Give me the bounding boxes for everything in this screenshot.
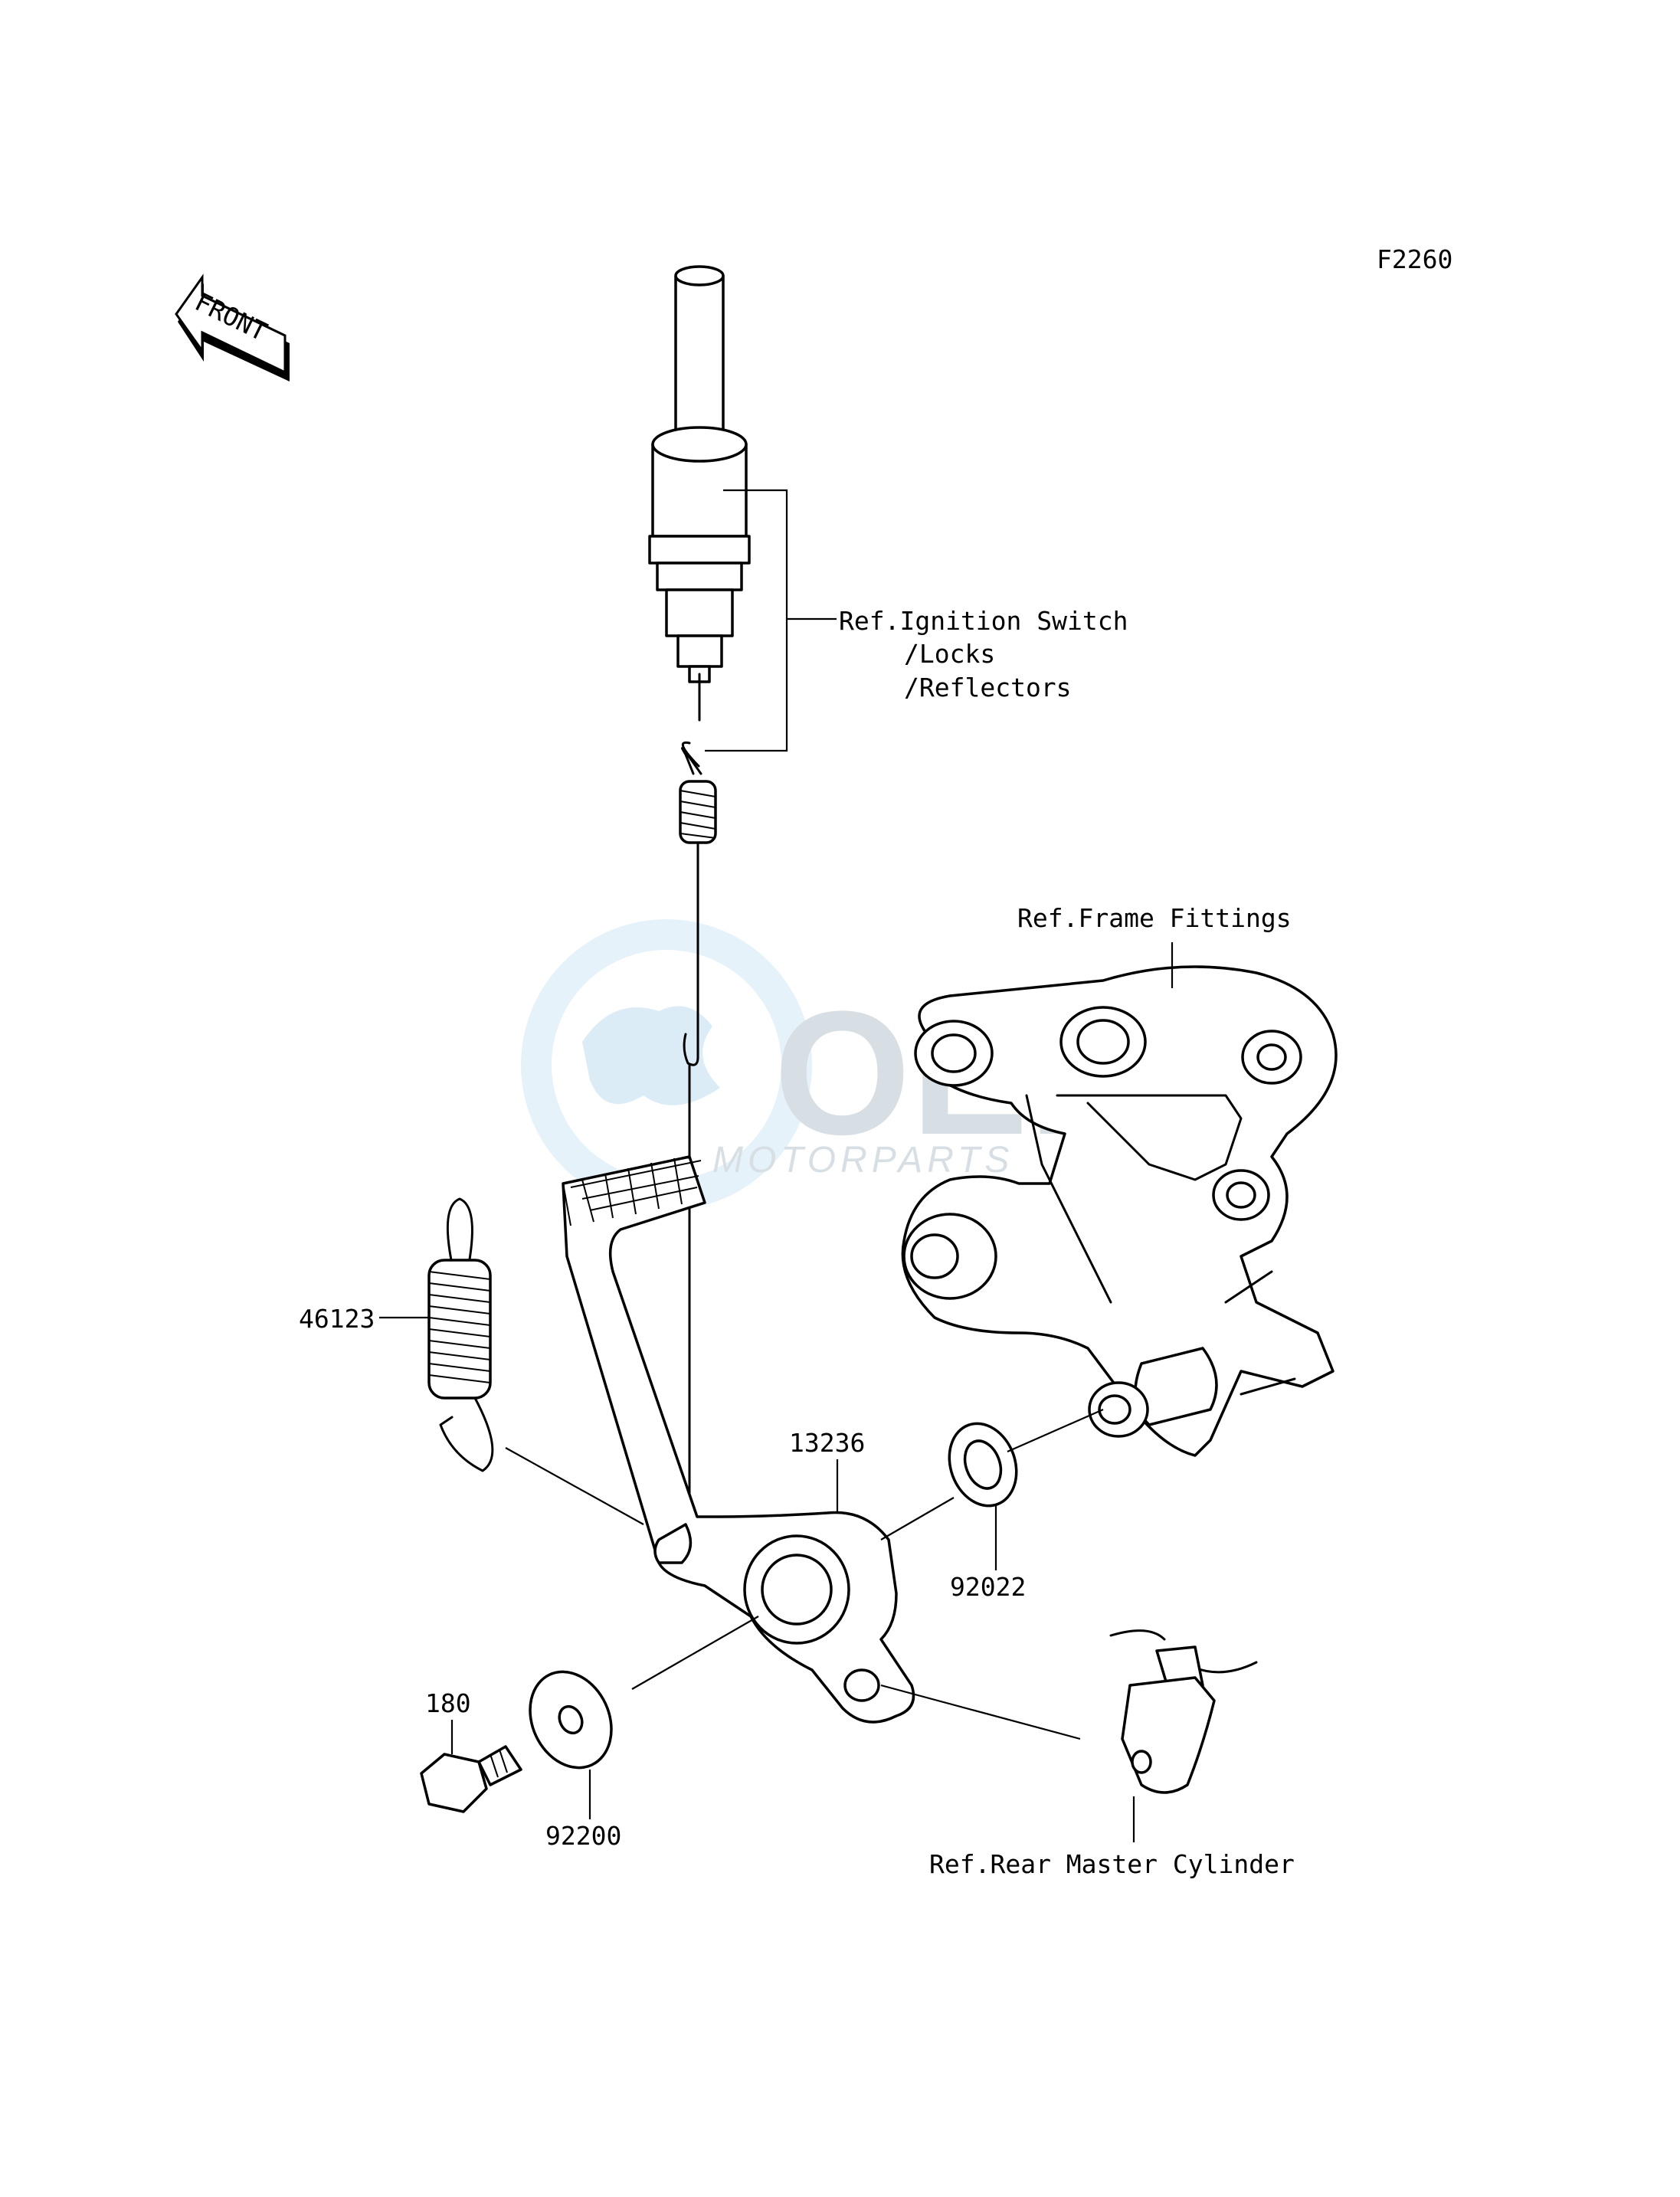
p46123-label: 46123 bbox=[299, 1304, 375, 1334]
washer-92022 bbox=[948, 1422, 1018, 1508]
diagram-code: F2260 bbox=[1377, 244, 1452, 274]
front-arrow-icon: FRONT bbox=[175, 273, 290, 381]
switch-spring bbox=[679, 741, 717, 1557]
frame-fittings bbox=[901, 965, 1338, 1457]
ignition-ref-line1: Ref.Ignition Switch bbox=[839, 606, 1128, 636]
p92022-label: 92022 bbox=[950, 1572, 1026, 1602]
brake-pedal bbox=[562, 1155, 915, 1724]
master-cyl-ref-label: Ref.Rear Master Cylinder bbox=[929, 1849, 1295, 1879]
p180-label: 180 bbox=[425, 1688, 471, 1718]
return-spring bbox=[427, 1197, 494, 1472]
spring-to-pedal-line bbox=[505, 1447, 644, 1525]
washer-92200 bbox=[529, 1670, 613, 1770]
ignition-ref-line3: /Reflectors bbox=[904, 673, 1072, 702]
washer92200-to-pedal-line bbox=[631, 1616, 759, 1690]
ignition-ref-line2: /Locks bbox=[904, 639, 995, 669]
p13236-label: 13236 bbox=[789, 1428, 865, 1458]
ignition-bracket bbox=[705, 489, 788, 752]
bolt-180 bbox=[420, 1745, 522, 1813]
p92200-label: 92200 bbox=[545, 1821, 621, 1851]
pedal-to-master-line bbox=[880, 1684, 1081, 1740]
rear-master-cylinder bbox=[1109, 1629, 1258, 1794]
washer-to-pivot-line bbox=[1007, 1408, 1104, 1453]
frame-ref-label: Ref.Frame Fittings bbox=[1017, 903, 1292, 933]
brake-light-switch bbox=[648, 265, 751, 722]
watermark-sub: MOTORPARTS bbox=[712, 1140, 1014, 1180]
washer-to-pedal-line bbox=[880, 1497, 955, 1541]
